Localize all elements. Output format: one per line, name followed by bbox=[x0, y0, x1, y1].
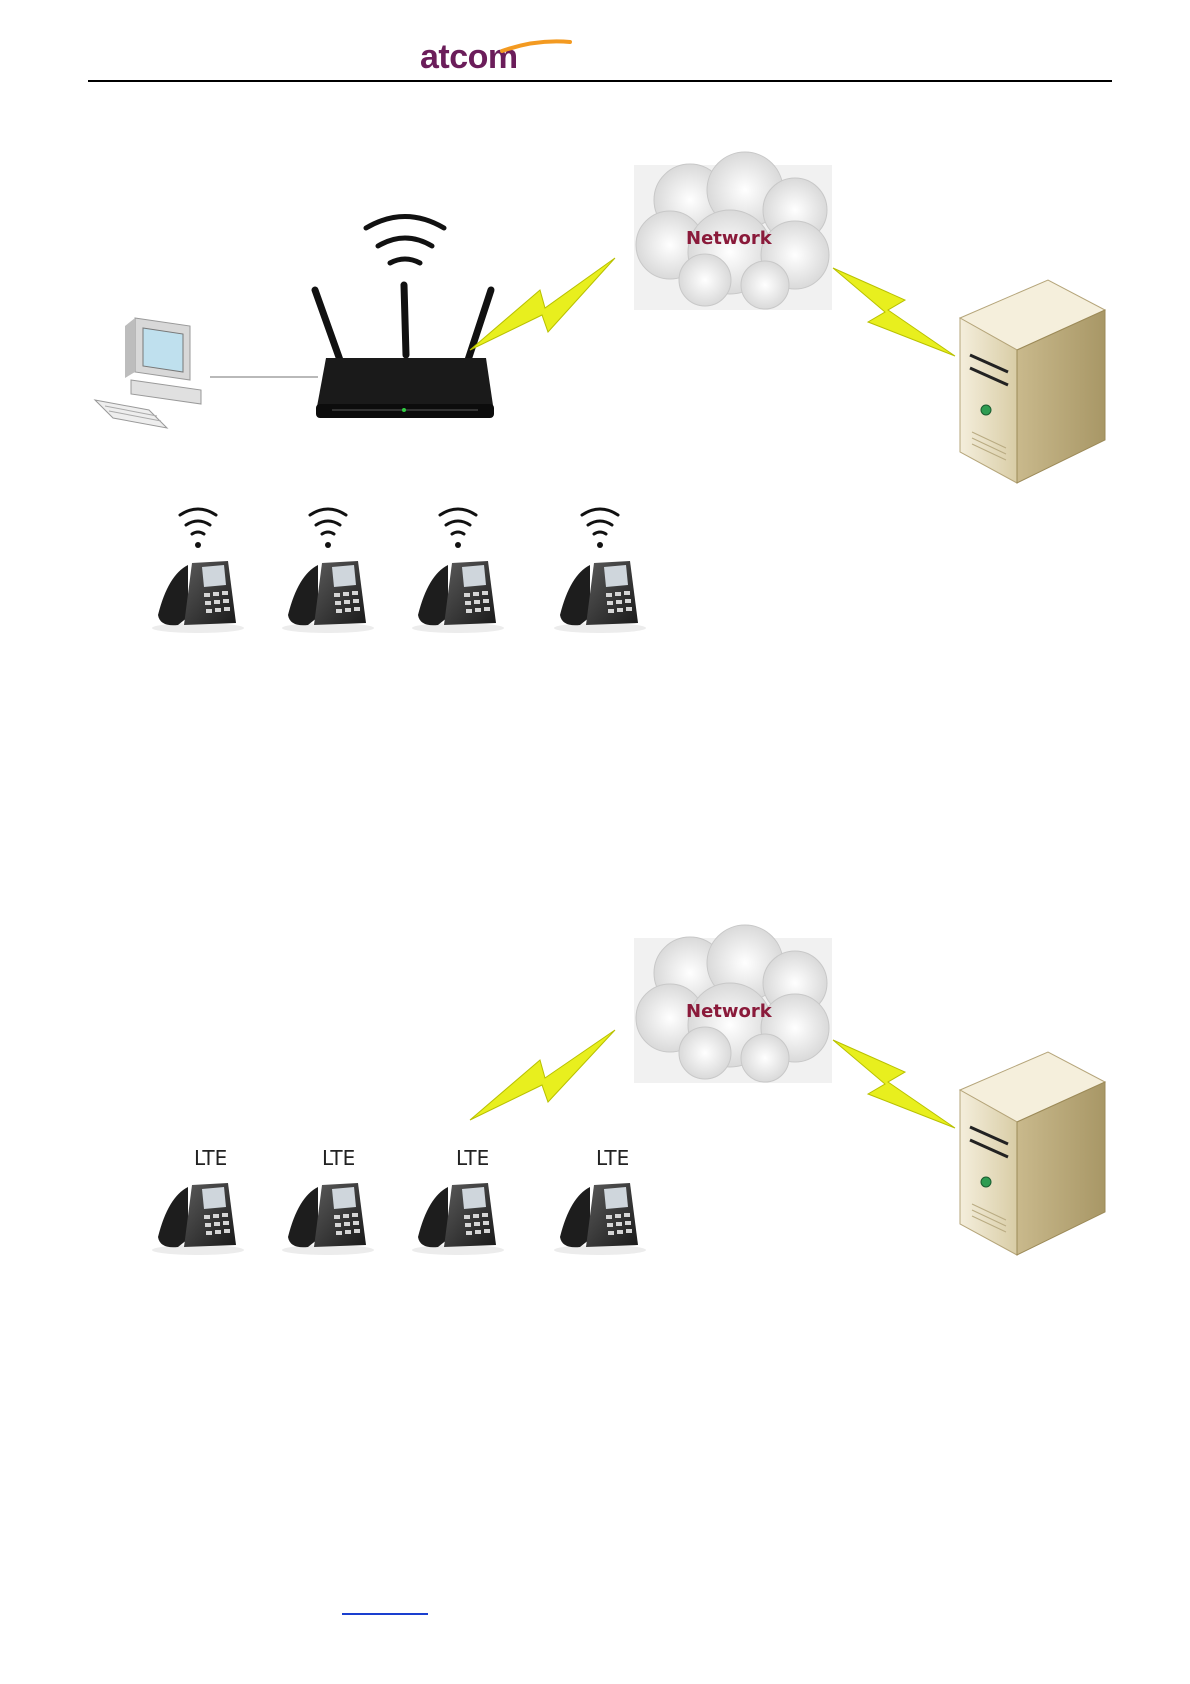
ip-phone-icon bbox=[152, 509, 244, 633]
lte-label-4: LTE bbox=[596, 1146, 629, 1170]
ip-phone-icon bbox=[412, 1183, 504, 1255]
lightning-link-icon bbox=[833, 268, 955, 356]
ip-phone-icon bbox=[282, 509, 374, 633]
phone-wifi-signal-icon bbox=[180, 509, 216, 534]
server-icon bbox=[960, 1052, 1105, 1255]
network-cloud-label: Network bbox=[686, 1001, 772, 1022]
lightning-link-icon bbox=[470, 1030, 615, 1120]
phone-wifi-signal-icon bbox=[310, 509, 346, 534]
phone-wifi-signal-icon bbox=[582, 509, 618, 534]
ip-phone-icon bbox=[412, 509, 504, 633]
ip-phone-icon bbox=[554, 1183, 646, 1255]
lightning-link-icon bbox=[833, 1040, 955, 1128]
lte-label-1: LTE bbox=[194, 1146, 227, 1170]
network-cloud-label: Network bbox=[686, 228, 772, 249]
computer-icon bbox=[95, 318, 201, 428]
ip-phone-icon bbox=[282, 1183, 374, 1255]
server-icon bbox=[960, 280, 1105, 483]
lightning-link-icon bbox=[470, 258, 615, 350]
lte-topology-diagram: Network LTE LTE LTE LTE bbox=[0, 920, 1190, 1300]
footer-link-underline[interactable] bbox=[342, 1613, 428, 1615]
wifi-topology-diagram: Network bbox=[0, 0, 1190, 660]
router-wifi-signal-icon bbox=[366, 217, 444, 264]
ip-phone-icon bbox=[554, 509, 646, 633]
wireless-router-icon bbox=[315, 217, 494, 419]
ip-phone-icon bbox=[152, 1183, 244, 1255]
lte-label-2: LTE bbox=[322, 1146, 355, 1170]
phone-wifi-signal-icon bbox=[440, 509, 476, 534]
lte-label-3: LTE bbox=[456, 1146, 489, 1170]
